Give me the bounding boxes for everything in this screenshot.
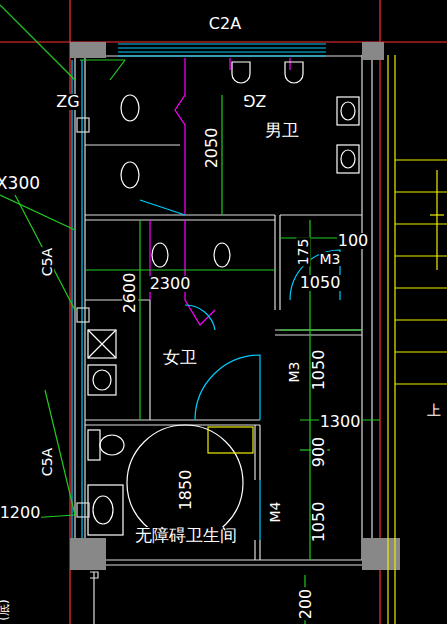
dimension: 2600 xyxy=(122,272,138,315)
dimension: 100 xyxy=(337,233,370,249)
riser-tag: ZG xyxy=(242,92,267,108)
dimension: X300 xyxy=(0,175,41,192)
door-tag: M3 xyxy=(319,252,342,266)
dimension: 900 xyxy=(311,436,327,469)
door-tag: M4 xyxy=(267,501,281,524)
dimension: 1850 xyxy=(178,469,194,512)
window-tag: C5A xyxy=(40,247,54,277)
dimension: 1200 xyxy=(0,505,41,521)
dimension: 1050 xyxy=(299,275,342,291)
room-name: 无障碍卫生间 xyxy=(134,527,238,544)
window-tag: C5A xyxy=(40,447,54,477)
room-name: 女卫 xyxy=(162,349,198,366)
room-name: 男卫 xyxy=(264,122,300,139)
dimension: 1050 xyxy=(311,501,327,544)
dimension: 1300 xyxy=(319,414,362,430)
window-tag: C2A xyxy=(208,16,242,32)
dimension: 2300 xyxy=(149,276,192,292)
dimension: 1050 xyxy=(311,349,327,392)
dimension: 200 xyxy=(298,588,314,621)
note: (底) xyxy=(0,598,10,621)
riser-tag: ZG xyxy=(55,94,80,110)
stair-mark: 上 xyxy=(426,403,442,417)
door-tag: M3 xyxy=(286,361,300,384)
dimension: 2050 xyxy=(204,127,220,170)
dimension: 175 xyxy=(296,238,310,267)
